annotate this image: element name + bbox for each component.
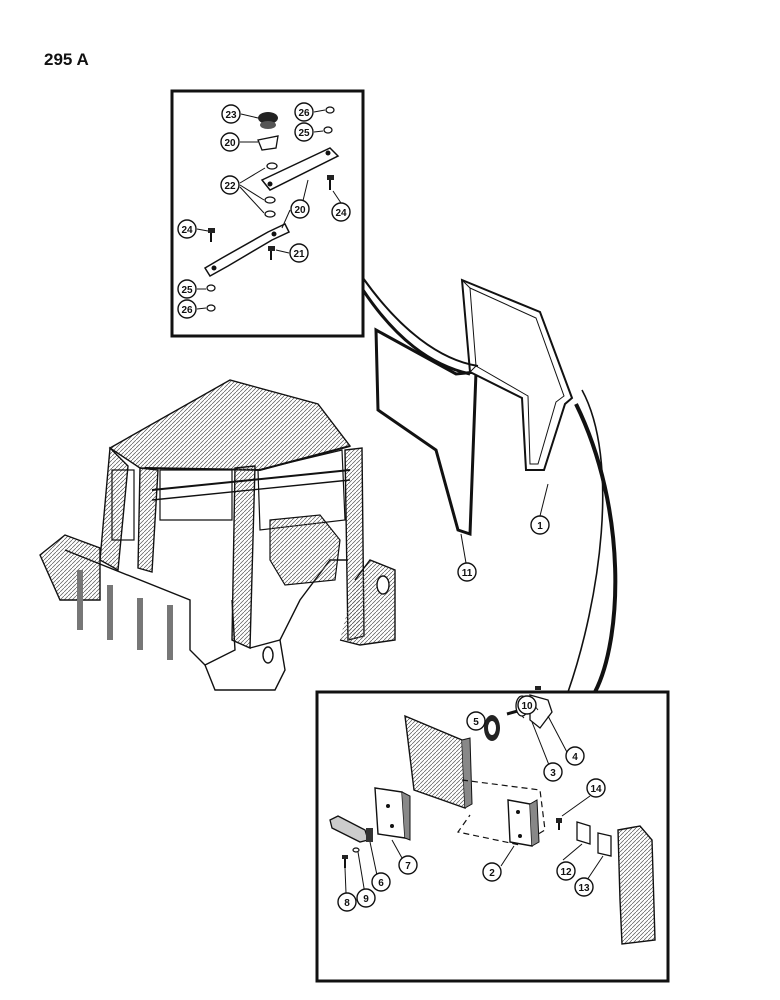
callout-2: 2 [482, 862, 502, 882]
handle-washer [352, 847, 360, 853]
svg-text:20: 20 [224, 138, 236, 149]
svg-text:22: 22 [224, 181, 236, 192]
mounting-plate [374, 787, 411, 841]
bolt-part [208, 228, 215, 242]
callout-11: 11 [457, 562, 477, 582]
svg-text:23: 23 [225, 110, 237, 121]
latch-detail-box [315, 686, 670, 983]
svg-text:7: 7 [405, 861, 411, 872]
svg-text:25: 25 [298, 128, 310, 139]
callout-25: 25 [294, 122, 314, 142]
washer-part [264, 210, 276, 218]
cab-post [617, 825, 656, 945]
hinge-strap-lower [203, 223, 291, 278]
door-glass [374, 327, 478, 537]
svg-text:1: 1 [537, 521, 543, 532]
page-number: 295 A [44, 50, 89, 69]
callout-21: 21 [289, 243, 309, 263]
washer-part [266, 162, 278, 170]
callout-4: 4 [565, 746, 585, 766]
callout-26: 26 [294, 102, 314, 122]
svg-text:13: 13 [578, 883, 590, 894]
callout-1: 1 [530, 515, 550, 535]
svg-text:20: 20 [294, 205, 306, 216]
tractor-cab [39, 379, 396, 691]
washer-part [264, 196, 276, 204]
striker-screw [556, 818, 562, 830]
svg-text:26: 26 [181, 305, 193, 316]
connector-lines [361, 277, 618, 693]
callout-5: 5 [466, 711, 486, 731]
callouts: 23 26 25 20 22 20 24 24 21 25 26 1 11 10… [177, 102, 606, 912]
svg-text:2: 2 [489, 868, 495, 879]
svg-text:5: 5 [473, 717, 479, 728]
striker-plate [507, 799, 540, 847]
door-handle [329, 815, 373, 843]
svg-text:21: 21 [293, 249, 305, 260]
callout-20: 20 [290, 199, 310, 219]
door-frame [460, 278, 574, 471]
svg-text:24: 24 [181, 225, 193, 236]
callout-26: 26 [177, 299, 197, 319]
svg-text:3: 3 [550, 768, 556, 779]
callout-7: 7 [398, 855, 418, 875]
nut-part [268, 246, 275, 260]
callout-6: 6 [371, 872, 391, 892]
svg-text:9: 9 [363, 894, 369, 905]
callout-3: 3 [543, 762, 563, 782]
callout-12: 12 [556, 861, 576, 881]
callout-24: 24 [331, 202, 351, 222]
callout-25: 25 [177, 279, 197, 299]
callout-24: 24 [177, 219, 197, 239]
gasket-part [484, 715, 500, 741]
knob-part [258, 112, 278, 129]
bolt-part [327, 175, 334, 190]
svg-text:10: 10 [521, 701, 533, 712]
svg-text:11: 11 [462, 568, 473, 579]
callout-22: 22 [220, 175, 240, 195]
svg-text:26: 26 [298, 108, 310, 119]
callout-14: 14 [586, 778, 606, 798]
handle-screw [342, 855, 348, 868]
callout-20: 20 [220, 132, 240, 152]
callout-8: 8 [337, 892, 357, 912]
svg-text:14: 14 [590, 784, 602, 795]
callout-23: 23 [221, 104, 241, 124]
svg-text:24: 24 [335, 208, 347, 219]
hinge-detail-box [170, 89, 365, 338]
svg-text:8: 8 [344, 898, 350, 909]
svg-text:12: 12 [560, 867, 572, 878]
screw-part [535, 686, 541, 690]
shim-part [576, 821, 591, 845]
callout-13: 13 [574, 877, 594, 897]
latch-housing [404, 714, 473, 810]
main-leaders [460, 483, 549, 564]
svg-text:25: 25 [181, 285, 193, 296]
hinge-strap-upper [260, 147, 340, 191]
svg-text:4: 4 [572, 752, 578, 763]
svg-text:6: 6 [378, 878, 384, 889]
small-bracket-part [257, 135, 279, 151]
shim-part [597, 832, 612, 857]
callout-9: 9 [356, 888, 376, 908]
callout-10: 10 [517, 695, 537, 715]
